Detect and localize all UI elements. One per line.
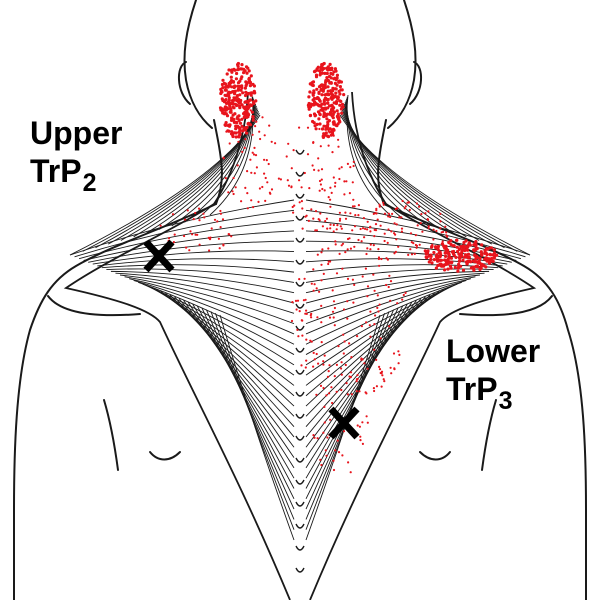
spine-vertebrae: [295, 149, 305, 573]
upper-label-line1: Upper: [30, 115, 123, 151]
upper-trigger-point-x-icon: [143, 239, 175, 273]
lower-label-line1: Lower: [446, 333, 541, 369]
lower-label-trp: TrP: [446, 371, 498, 407]
lower-trigger-point-label: Lower TrP3: [446, 332, 541, 415]
muscle-fibers: [69, 94, 531, 541]
upper-label-trp: TrP: [30, 153, 82, 189]
upper-label-line2: TrP2: [30, 152, 122, 197]
upper-label-subscript: 2: [82, 169, 97, 197]
lower-trigger-point-x-icon: [328, 406, 360, 440]
referred-pain-pattern: [159, 61, 499, 474]
trapezius-muscle-outline: [63, 91, 537, 600]
upper-trigger-point-label: Upper TrP2: [30, 114, 123, 197]
lower-label-line2: TrP3: [446, 370, 540, 415]
lower-label-subscript: 3: [498, 387, 513, 415]
body-outline: [13, 0, 587, 600]
